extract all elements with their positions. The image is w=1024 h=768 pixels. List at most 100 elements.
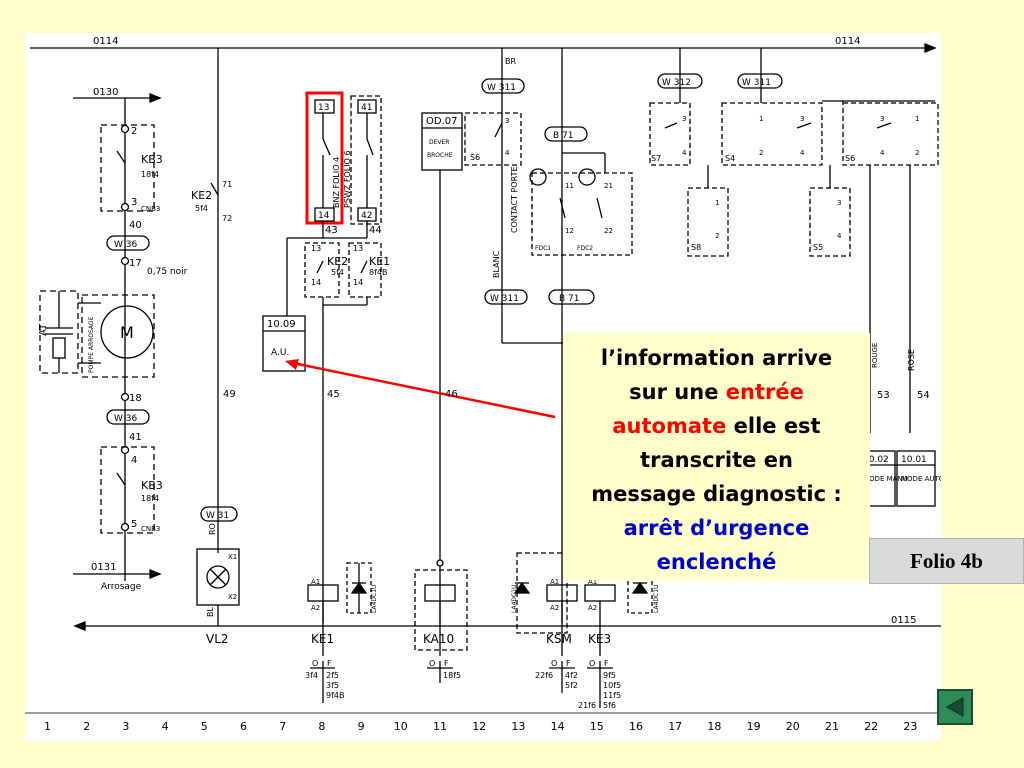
schematic-label: A2 (311, 604, 320, 612)
callout-line-5: message diagnostic : (591, 482, 842, 506)
schematic-label: 5f4 (331, 268, 344, 277)
schematic-label: A1 (311, 578, 320, 586)
schematic-label: 21f6 (578, 701, 596, 710)
coil-ka10-label: KA10 (423, 632, 454, 646)
schematic-label: 44 (369, 225, 382, 236)
column-number: 1 (44, 720, 51, 733)
column-number: 5 (201, 720, 208, 733)
schematic-label: 18f5 (443, 671, 461, 680)
schematic-label: W 31 (206, 511, 229, 521)
schematic-label: KE2 (327, 255, 348, 268)
column-number: 9 (358, 720, 365, 733)
callout-line-1: l’information arrive (600, 346, 833, 370)
coil-ksm-label: KSM (546, 632, 572, 646)
callout-line-3b: elle est (726, 414, 821, 438)
schematic-label: 2 (915, 149, 919, 157)
schematic-label: 17 (129, 258, 142, 269)
callout-line: automate elle est (567, 409, 866, 443)
back-nav-button[interactable] (937, 689, 973, 725)
schematic-label: 3f5 (326, 681, 339, 690)
schematic-label: F (444, 659, 449, 668)
schematic-label: BL (206, 607, 215, 617)
schematic-label: 11 (565, 182, 574, 190)
schematic-label: 43 (325, 225, 338, 236)
schematic-label: F (604, 659, 609, 668)
column-number: 3 (122, 720, 129, 733)
schematic-label: 5 (131, 519, 137, 530)
column-number: 2 (83, 720, 90, 733)
schematic-label: 3 (880, 115, 884, 123)
column-number: 7 (279, 720, 286, 733)
schematic-label: 18f4 (141, 170, 159, 179)
schematic-label: O (429, 659, 435, 668)
schematic-label: 2 (715, 232, 719, 240)
schematic-label: M (120, 323, 134, 342)
schematic-label: 10.01 (901, 455, 927, 465)
column-number: 11 (433, 720, 447, 733)
bus-label-0131: 0131 (91, 562, 116, 573)
schematic-label: 10.02 (863, 455, 889, 465)
schematic-label: BROCHE (427, 152, 453, 159)
schematic-label: 72 (222, 214, 232, 223)
schematic-label: 46 (445, 389, 458, 400)
schematic-label: VL2 (206, 632, 229, 646)
schematic-label: 4 (880, 149, 885, 157)
schematic-label: LA4DC1U (511, 585, 518, 613)
schematic-label: 21 (604, 182, 613, 190)
coil-ke3-label: KE3 (588, 632, 611, 646)
column-number: 13 (511, 720, 525, 733)
schematic-label: 4 (131, 455, 137, 466)
column-number: 18 (707, 720, 721, 733)
schematic-label: 42 (361, 211, 372, 221)
schematic-label: 45 (327, 389, 340, 400)
schematic-label: O (589, 659, 595, 668)
schematic-label: 4f2 (565, 671, 578, 680)
schematic-label: 3 (682, 115, 686, 123)
column-number: 8 (318, 720, 325, 733)
schematic-label: S4 (725, 154, 735, 163)
schematic-label: W 36 (114, 240, 137, 250)
arrosage-label: Arrosage (101, 582, 142, 592)
schematic-label: S6 (470, 153, 480, 162)
schematic-label: AT (38, 323, 49, 336)
schematic-label: 14 (318, 211, 330, 221)
schematic-label: DEVER (429, 139, 449, 146)
schematic-label: BNZ FOLIO 4 (332, 157, 341, 208)
schematic-label: A2 (588, 604, 597, 612)
schematic-label: 3 (131, 197, 137, 208)
schematic-label: B 71 (553, 131, 574, 141)
schematic-label: 10f5 (603, 681, 621, 690)
schematic-label: A1 (588, 578, 597, 586)
schematic-label: CNB3 (141, 525, 160, 533)
schematic-label: CNB3 (141, 205, 160, 213)
schematic-label: 5f2 (565, 681, 578, 690)
schematic-label: 22f6 (535, 671, 553, 680)
schematic-label: LA4DC1U (653, 585, 660, 613)
column-number: 12 (472, 720, 486, 733)
schematic-label: 41 (361, 103, 372, 113)
folio-label: Folio 4b (869, 538, 1024, 584)
schematic-label: W 36 (114, 414, 137, 424)
schematic-label: 18 (129, 393, 142, 404)
callout-line-7: enclenché (656, 550, 777, 574)
schematic-label: A2 (550, 604, 559, 612)
schematic-label: BLANC (492, 250, 501, 278)
play-back-icon (945, 697, 964, 717)
explanation-callout: l’information arrive sur une entrée auto… (563, 333, 870, 580)
schematic-label: W 311 (490, 294, 519, 304)
schematic-label: 14 (353, 278, 363, 287)
schematic-label: 41 (129, 432, 142, 443)
schematic-label: 1 (715, 199, 719, 207)
schematic-label: 3 (837, 199, 841, 207)
schematic-label: W 311 (742, 78, 771, 88)
schematic-label: OD.07 (426, 116, 457, 127)
schematic-label: PSWZ FOLIO 6 (343, 151, 352, 208)
schematic-label: 18f4 (141, 494, 159, 503)
schematic-label: CONTACT PORTE (510, 166, 519, 233)
callout-line-6: arrêt d’urgence (623, 516, 810, 540)
schematic-label: ROUGE (871, 343, 879, 368)
schematic-label: 13 (318, 103, 329, 113)
column-number: 6 (240, 720, 247, 733)
schematic-label: 13 (311, 244, 321, 253)
schematic-label: 9f5 (603, 671, 616, 680)
